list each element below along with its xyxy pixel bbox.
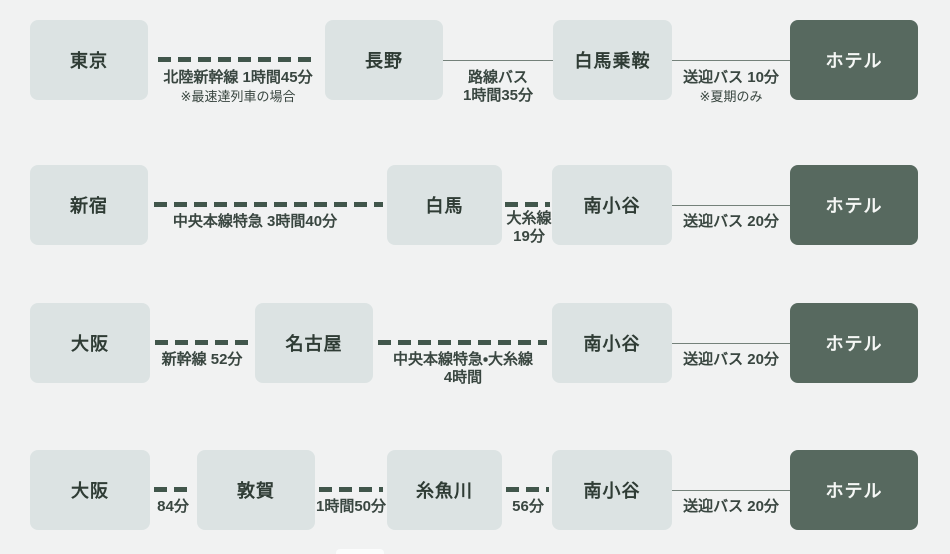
station-box: 新宿 xyxy=(30,165,148,245)
segment-label: 新幹線 52分 xyxy=(161,351,243,368)
segment-label-group: 1時間50分 xyxy=(309,498,393,515)
station-box: 糸魚川 xyxy=(387,450,502,530)
station-box: 名古屋 xyxy=(255,303,373,383)
segment-label: 路線バス xyxy=(467,69,528,86)
segment-label: 1時間50分 xyxy=(315,498,387,515)
station-box: 白馬 xyxy=(387,165,502,245)
segment-label-group: 新幹線 52分 xyxy=(148,351,256,368)
segment-label-group: 送迎バス 10分 ※夏期のみ xyxy=(672,69,790,104)
route-line-dashed xyxy=(319,487,383,492)
segment-label: 送迎バス 10分 xyxy=(683,69,779,86)
segment-label: 19分 xyxy=(513,228,545,245)
hotel-box: ホテル xyxy=(790,303,918,383)
segment-note: ※最速達列車の場合 xyxy=(180,89,296,104)
station-box: 大阪 xyxy=(30,450,150,530)
segment-label: 大糸線 xyxy=(506,210,552,227)
segment-label-group: 送迎バス 20分 xyxy=(672,498,790,515)
segment-label-group: 84分 xyxy=(146,498,200,515)
hotel-box: ホテル xyxy=(790,165,918,245)
route-line-dashed xyxy=(506,487,549,492)
segment-note: ※夏期のみ xyxy=(699,89,763,104)
hotel-box: ホテル xyxy=(790,20,918,100)
segment-label-group: 中央本線特急・大糸線 4時間 xyxy=(373,351,553,386)
route-line-dashed xyxy=(154,487,194,492)
route-line-dashed xyxy=(158,57,316,62)
segment-label: 北陸新幹線 1時間45分 xyxy=(163,69,313,86)
route-line-dashed xyxy=(154,202,383,207)
segment-label: 56分 xyxy=(512,498,544,515)
route-line-solid xyxy=(672,60,790,61)
station-box: 南小谷 xyxy=(552,303,672,383)
route-line-solid xyxy=(672,490,790,491)
station-box: 敦賀 xyxy=(197,450,315,530)
segment-label-group: 中央本線特急 3時間40分 xyxy=(140,213,370,230)
segment-label-group: 大糸線 19分 xyxy=(494,210,564,245)
station-box: 大阪 xyxy=(30,303,150,383)
station-box: 南小谷 xyxy=(552,165,672,245)
segment-label: 4時間 xyxy=(443,369,483,386)
segment-label: 送迎バス 20分 xyxy=(683,498,779,515)
station-box: 白馬乗鞍 xyxy=(553,20,672,100)
route-line-solid xyxy=(672,343,790,344)
route-line-dashed xyxy=(378,340,547,345)
segment-label-group: 送迎バス 20分 xyxy=(672,213,790,230)
segment-label-group: 北陸新幹線 1時間45分 ※最速達列車の場合 xyxy=(150,69,326,104)
station-box: 長野 xyxy=(325,20,443,100)
segment-label-group: 56分 xyxy=(498,498,558,515)
route-line-solid xyxy=(672,205,790,206)
cutoff-element xyxy=(336,549,384,554)
segment-label-group: 路線バス 1時間35分 xyxy=(443,69,553,104)
route-line-dashed xyxy=(155,340,250,345)
segment-label: 送迎バス 20分 xyxy=(683,213,779,230)
hotel-box: ホテル xyxy=(790,450,918,530)
segment-label: 中央本線特急 3時間40分 xyxy=(172,213,338,230)
station-box: 東京 xyxy=(30,20,148,100)
segment-label: 84分 xyxy=(157,498,189,515)
segment-label: 送迎バス 20分 xyxy=(683,351,779,368)
segment-label: 中央本線特急・大糸線 xyxy=(392,351,534,368)
station-box: 南小谷 xyxy=(552,450,672,530)
segment-label-group: 送迎バス 20分 xyxy=(672,351,790,368)
route-line-dashed xyxy=(505,202,550,207)
route-line-solid xyxy=(443,60,553,61)
segment-label: 1時間35分 xyxy=(462,87,534,104)
